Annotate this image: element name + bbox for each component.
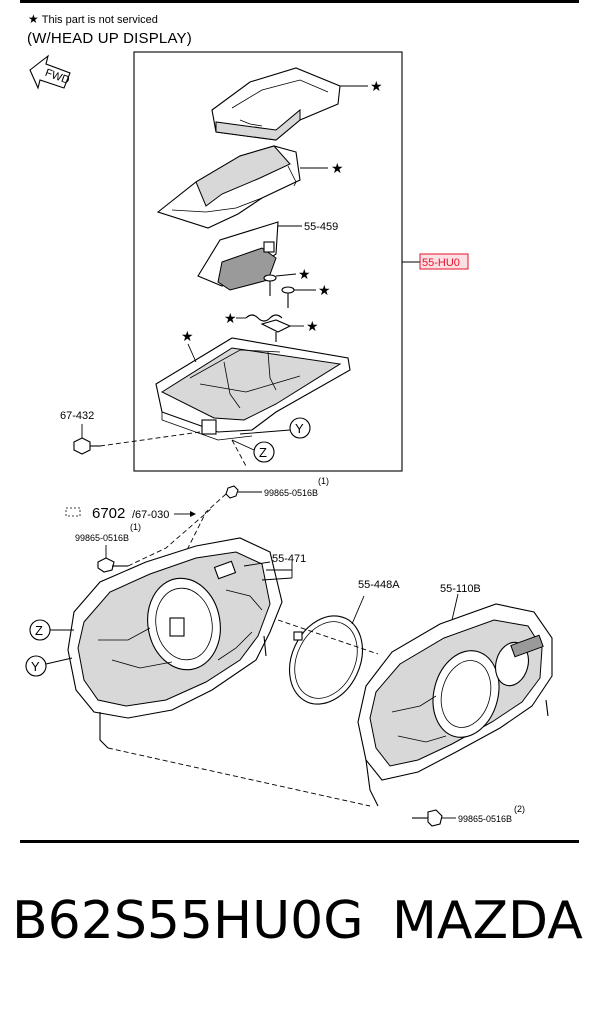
meter-front-panel <box>357 603 553 807</box>
exploded-view-diagram: .ln { fill: none; stroke: #000; stroke-w… <box>25 51 553 827</box>
screw-top-callout: 99865-0516B <box>264 488 318 498</box>
top-rule <box>20 0 579 3</box>
hud-assembly-frame <box>133 51 403 472</box>
marker-y-bottom-label: Y <box>31 659 40 674</box>
service-note: ★This part is not serviced <box>28 12 158 26</box>
hud-lower-housing <box>155 337 351 441</box>
screw-left <box>97 557 128 573</box>
screw-bottom <box>412 809 443 827</box>
brand-name: MAZDA <box>392 891 583 951</box>
star-icon: ★ <box>306 318 319 334</box>
hud-top-cover <box>211 67 341 141</box>
star-icon: ★ <box>298 266 311 282</box>
star-icon: ★ <box>28 12 39 26</box>
star-icon: ★ <box>370 78 383 94</box>
screw-top-qty: (1) <box>318 476 329 486</box>
lens-callout: 55-448A <box>358 579 400 591</box>
variant-heading: (W/HEAD UP DISPLAY) <box>27 30 192 47</box>
alignment-line-bottom <box>107 747 371 807</box>
combiner-callout: 55-459 <box>304 221 338 233</box>
screw-bottom-qty: (2) <box>514 804 525 814</box>
star-icon: ★ <box>181 328 194 344</box>
screw-bottom-callout: 99865-0516B <box>458 814 512 824</box>
panel-callout: 55-110B <box>440 583 481 595</box>
service-note-text: This part is not serviced <box>41 14 158 26</box>
hud-shroud <box>156 145 301 229</box>
marker-y-top <box>289 417 311 439</box>
screw-left-callout: 99865-0516B <box>75 533 129 543</box>
screw-left-prefix: 6702 <box>92 505 125 522</box>
reference-tag-icon <box>65 507 81 517</box>
star-icon: ★ <box>331 160 344 176</box>
alignment-line-top <box>277 619 379 655</box>
hud-bracket-clip <box>260 319 292 342</box>
screw-left-ref: /67-030 <box>132 509 169 521</box>
star-icon: ★ <box>224 310 237 326</box>
hud-assembly-highlight <box>419 253 469 270</box>
hud-screw-a <box>263 274 277 296</box>
hud-assembly-callout: 55-HU0 <box>422 257 460 269</box>
part-number: B62S55HU0G <box>12 891 364 951</box>
star-icon: ★ <box>318 282 331 298</box>
marker-y-top-label: Y <box>295 421 304 436</box>
marker-z-top <box>253 441 275 463</box>
hud-screw-b <box>281 286 295 308</box>
marker-z-bottom-label: Z <box>35 623 43 638</box>
meter-lens <box>289 615 363 705</box>
hud-spring-clip <box>245 314 283 322</box>
screw-left-qty: (1) <box>130 522 141 532</box>
bottom-rule <box>20 840 579 843</box>
marker-y-bottom <box>25 655 47 677</box>
bolt-left-callout: 67-432 <box>60 410 94 422</box>
screw-top <box>225 485 262 499</box>
fwd-arrow-icon: FWD <box>29 54 71 90</box>
combiner-glass <box>197 221 279 291</box>
bolt-67-432 <box>73 437 100 455</box>
marker-z-top-label: Z <box>259 445 267 460</box>
meter-case-callout: 55-471 <box>272 553 306 565</box>
meter-case <box>67 537 283 749</box>
